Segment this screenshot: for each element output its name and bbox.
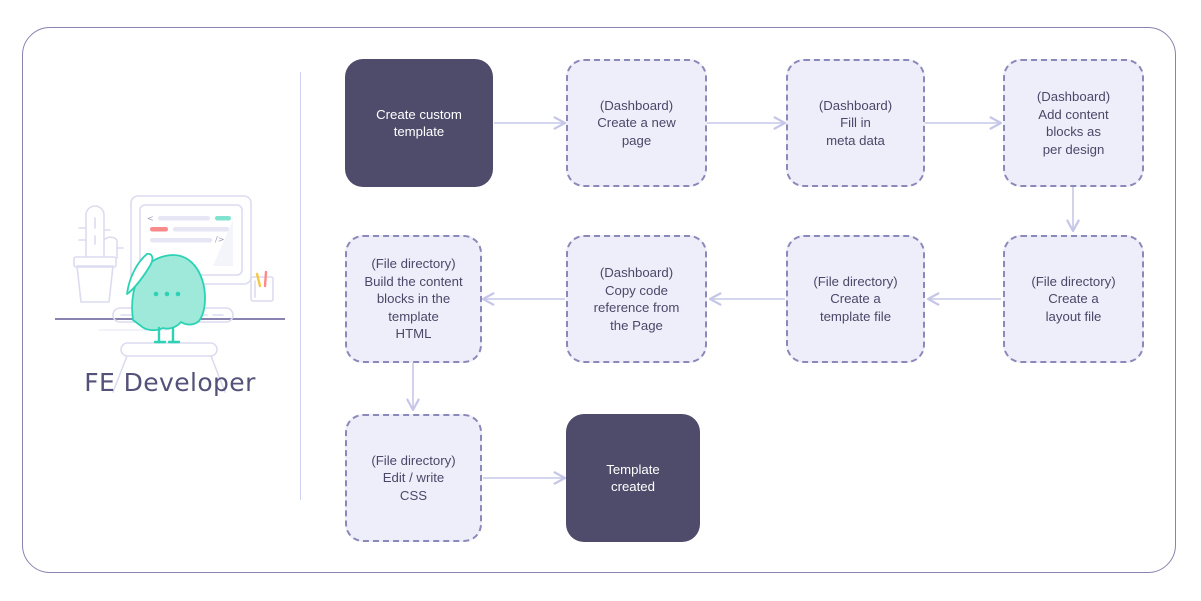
- fe-developer-illustration: < />: [55, 178, 285, 398]
- svg-text:<: <: [147, 214, 154, 223]
- node-label: (File directory) Build the content block…: [364, 256, 463, 342]
- node-create-a-layout-file[interactable]: (File directory) Create a layout file: [1003, 235, 1144, 363]
- node-create-a-new-page[interactable]: (Dashboard) Create a new page: [566, 59, 707, 187]
- node-label: Template created: [606, 461, 660, 495]
- node-label: (File directory) Edit / write CSS: [371, 452, 456, 503]
- node-build-content-blocks[interactable]: (File directory) Build the content block…: [345, 235, 482, 363]
- node-label: (Dashboard) Fill in meta data: [818, 97, 893, 148]
- node-label: (File directory) Create a template file: [813, 273, 898, 324]
- node-label: (Dashboard) Copy code reference from the…: [593, 265, 680, 333]
- section-divider: [300, 72, 302, 500]
- node-label: Create custom template: [376, 106, 462, 140]
- node-create-custom-template[interactable]: Create custom template: [345, 59, 493, 187]
- node-template-created[interactable]: Template created: [566, 414, 700, 542]
- outer-frame: [22, 27, 1176, 573]
- svg-text:/>: />: [215, 235, 224, 244]
- node-edit-write-css[interactable]: (File directory) Edit / write CSS: [345, 414, 482, 542]
- node-label: (Dashboard) Create a new page: [597, 97, 676, 148]
- node-copy-code-reference[interactable]: (Dashboard) Copy code reference from the…: [566, 235, 707, 363]
- node-label: (Dashboard) Add content blocks as per de…: [1036, 89, 1111, 157]
- node-create-a-template-file[interactable]: (File directory) Create a template file: [786, 235, 925, 363]
- node-fill-in-meta-data[interactable]: (Dashboard) Fill in meta data: [786, 59, 925, 187]
- node-add-content-blocks[interactable]: (Dashboard) Add content blocks as per de…: [1003, 59, 1144, 187]
- node-label: (File directory) Create a layout file: [1031, 273, 1116, 324]
- illustration-caption: FE Developer: [84, 368, 256, 397]
